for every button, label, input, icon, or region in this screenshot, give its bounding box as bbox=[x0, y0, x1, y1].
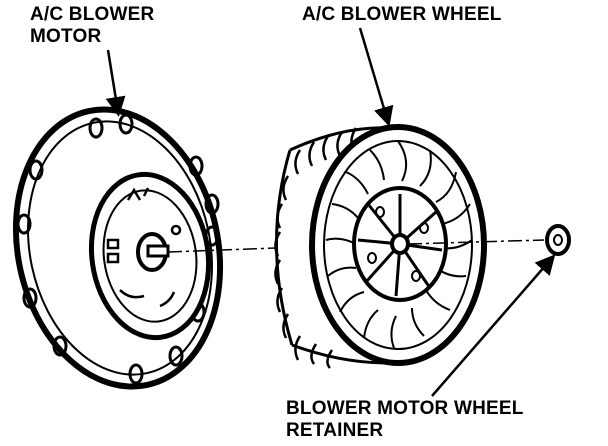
motor-label-line2: MOTOR bbox=[30, 26, 102, 47]
blower-wheel bbox=[274, 124, 487, 369]
wheel-retainer bbox=[545, 224, 571, 256]
assembly-centerline bbox=[167, 239, 545, 253]
blower-motor bbox=[12, 106, 224, 390]
leader-lines bbox=[105, 27, 556, 397]
retainer-label-line2: RETAINER bbox=[286, 420, 384, 441]
motor-label-line1: A/C BLOWER bbox=[30, 4, 155, 25]
wheel-label: A/C BLOWER WHEEL bbox=[302, 4, 502, 25]
retainer-label-line1: BLOWER MOTOR WHEEL bbox=[286, 398, 524, 419]
